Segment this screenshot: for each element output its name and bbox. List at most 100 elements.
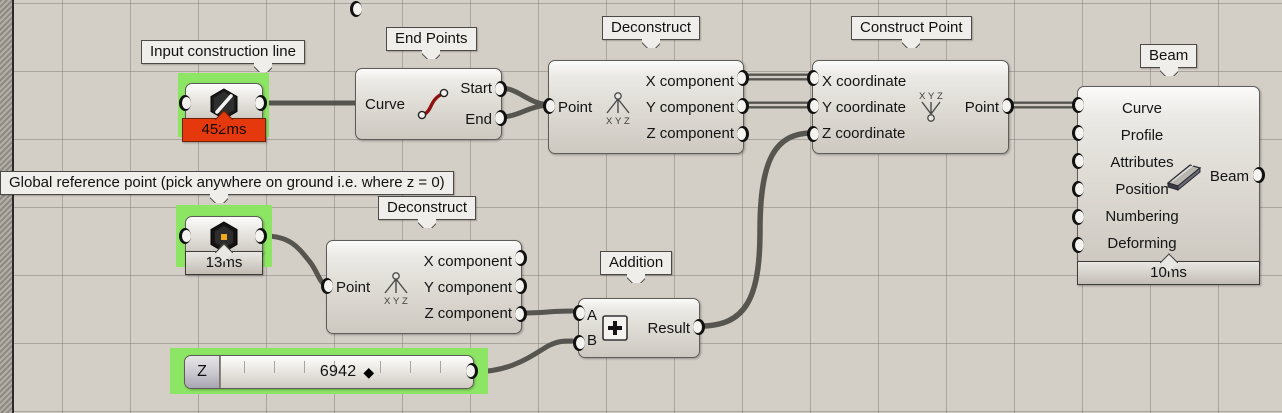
curve-param-input-port[interactable]	[179, 95, 191, 111]
svg-text:Y: Y	[928, 91, 935, 102]
beam-port-curve[interactable]	[1072, 97, 1084, 113]
callout-construct-point-label: Construct Point	[860, 19, 963, 36]
beam-port-attributes[interactable]	[1072, 153, 1084, 169]
beam-port-deforming[interactable]	[1072, 237, 1084, 253]
deconstruct-top-output-y-label: Y component	[645, 98, 734, 116]
beam-timer-badge: 10ms	[1077, 253, 1260, 285]
beam-port-output-beam[interactable]	[1253, 167, 1265, 183]
end-points-icon	[417, 88, 448, 120]
svg-text:Z: Z	[937, 91, 943, 102]
slider-name-tag[interactable]: Z	[185, 356, 220, 388]
slider-output-port[interactable]	[466, 363, 478, 379]
node-beam[interactable]: Curve Profile Attributes Position Number…	[1072, 86, 1265, 266]
construct-point-output-point-label: Point	[964, 98, 999, 116]
node-curve-param[interactable]	[185, 83, 263, 125]
addition-port-result[interactable]	[693, 319, 705, 335]
end-points-port-curve[interactable]	[350, 1, 362, 17]
deconstruct-bottom-output-z-label: Z component	[424, 304, 512, 322]
beam-icon	[1166, 164, 1202, 191]
construct-point-input-y-label: Y coordinate	[822, 98, 906, 116]
curve-param-timer-label: 452ms	[201, 121, 247, 138]
addition-port-a[interactable]	[573, 305, 585, 321]
callout-deconstruct-top-label: Deconstruct	[611, 19, 692, 36]
svg-text:X: X	[606, 116, 613, 127]
node-deconstruct-bottom[interactable]: Point X Y Z X component Y component Z co…	[321, 240, 527, 334]
beam-port-profile[interactable]	[1072, 125, 1084, 141]
callout-beam-label: Beam	[1149, 47, 1189, 64]
beam-timer-label: 10ms	[1150, 264, 1187, 281]
callout-global-reference-point: Global reference point (pick anywhere on…	[0, 171, 454, 195]
node-construct-point[interactable]: X coordinate Y coordinate Z coordinate X…	[807, 60, 1014, 154]
slider-ticks	[221, 356, 473, 373]
callout-global-reference-point-label: Global reference point (pick anywhere on…	[9, 174, 445, 191]
deconstruct-top-port-x[interactable]	[737, 70, 749, 86]
beam-input-position-label: Position	[1115, 181, 1169, 198]
construct-point-port-point[interactable]	[1002, 98, 1014, 114]
curve-param-output-port[interactable]	[255, 95, 267, 111]
callout-input-construction-line: Input construction line	[141, 40, 305, 64]
end-points-port-start[interactable]	[495, 81, 507, 97]
deconstruct-top-port-point[interactable]	[543, 98, 555, 114]
construct-point-port-x[interactable]	[807, 70, 819, 86]
construct-point-input-x-label: X coordinate	[822, 72, 907, 90]
end-points-port-end[interactable]	[495, 110, 507, 126]
deconstruct-bottom-port-y[interactable]	[515, 278, 527, 294]
slider-handle[interactable]: ◆	[363, 363, 375, 380]
callout-deconstruct-bottom-label: Deconstruct	[387, 199, 468, 216]
beam-input-numbering-label: Numbering	[1105, 208, 1179, 225]
node-end-points[interactable]: Curve Start End	[350, 1, 507, 140]
svg-text:Y: Y	[615, 116, 622, 127]
callout-deconstruct-top: Deconstruct	[602, 16, 701, 40]
point-param-icon	[210, 221, 238, 253]
deconstruct-bottom-port-point[interactable]	[321, 278, 333, 294]
beam-output-beam-label: Beam	[1209, 167, 1249, 185]
deconstruct-bottom-input-point-label: Point	[336, 278, 371, 296]
deconstruct-bottom-port-x[interactable]	[515, 250, 527, 266]
slider-track[interactable]: 6942 ◆	[220, 356, 473, 388]
svg-text:Z: Z	[624, 116, 630, 127]
plus-icon	[602, 315, 628, 341]
construct-point-port-y[interactable]	[807, 98, 819, 114]
curve-param-timer-badge: 452ms	[182, 110, 266, 142]
construct-point-port-z[interactable]	[807, 126, 819, 142]
beam-input-attributes-label: Attributes	[1110, 154, 1174, 171]
callout-end-points: End Points	[386, 27, 477, 51]
node-deconstruct-top[interactable]: Point X Y Z X component Y component Z co…	[543, 60, 749, 154]
svg-text:X: X	[384, 296, 391, 307]
callout-end-points-label: End Points	[395, 30, 468, 47]
curve-param-icon	[210, 88, 238, 120]
svg-text:Y: Y	[393, 296, 400, 307]
callout-input-construction-line-label: Input construction line	[150, 43, 296, 60]
point-param-timer-badge: 13ms	[185, 243, 263, 275]
canvas-left-edge-strip	[0, 0, 14, 413]
end-points-input-curve-label: Curve	[365, 95, 406, 113]
callout-beam: Beam	[1140, 44, 1198, 68]
callout-addition: Addition	[600, 251, 673, 275]
node-addition[interactable]: A B Result	[573, 298, 705, 358]
deconstruct-top-port-y[interactable]	[737, 98, 749, 114]
beam-input-profile-label: Profile	[1120, 127, 1164, 144]
callout-deconstruct-bottom: Deconstruct	[378, 196, 477, 220]
beam-port-position[interactable]	[1072, 181, 1084, 197]
node-number-slider[interactable]: Z 6942 ◆	[184, 355, 474, 389]
deconstruct-xyz-icon: X Y Z	[384, 272, 408, 307]
addition-input-b-label: B	[587, 332, 598, 349]
deconstruct-bottom-port-z[interactable]	[515, 306, 527, 322]
deconstruct-xyz-icon: X Y Z	[606, 92, 630, 127]
callout-addition-label: Addition	[609, 254, 664, 271]
addition-output-result-label: Result	[647, 319, 690, 337]
addition-port-b[interactable]	[573, 335, 585, 351]
beam-port-numbering[interactable]	[1072, 209, 1084, 225]
deconstruct-top-input-point-label: Point	[558, 98, 593, 116]
slider-value[interactable]: 6942	[319, 363, 357, 380]
deconstruct-top-output-x-label: X component	[645, 72, 734, 90]
point-param-input-port[interactable]	[179, 228, 191, 244]
svg-text:X: X	[919, 91, 926, 102]
callout-construct-point: Construct Point	[851, 16, 972, 40]
deconstruct-top-output-z-label: Z component	[646, 124, 734, 142]
deconstruct-top-port-z[interactable]	[737, 126, 749, 142]
construct-point-input-z-label: Z coordinate	[822, 124, 906, 142]
beam-input-curve-label: Curve	[1121, 100, 1162, 117]
point-param-output-port[interactable]	[255, 228, 267, 244]
